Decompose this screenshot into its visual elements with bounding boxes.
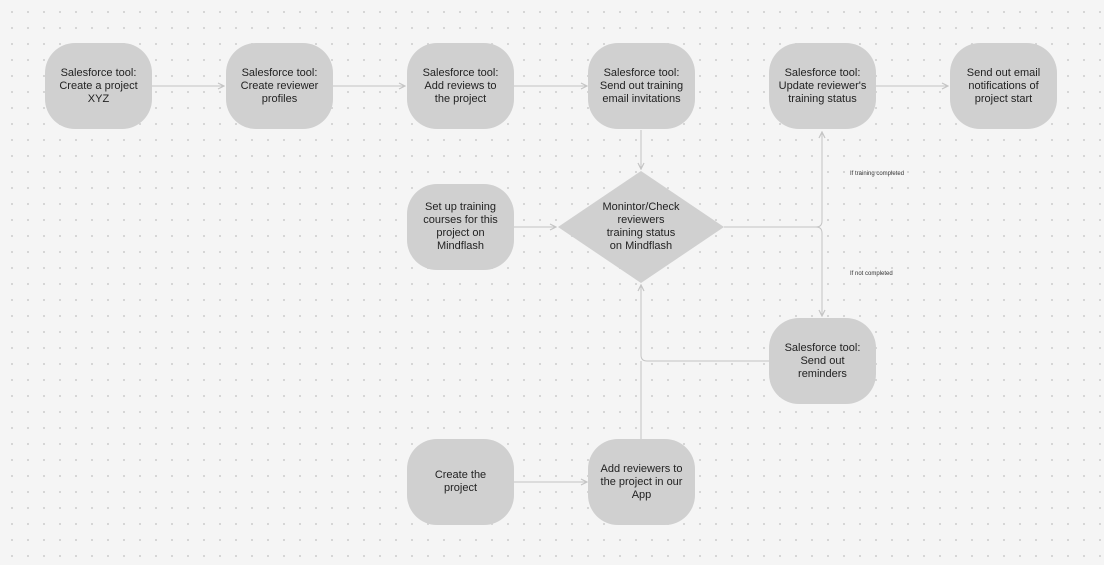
monitor-training-status-label: Monintor/Check reviewers training status… <box>602 201 680 252</box>
node-label: Salesforce tool: Create a project XYZ <box>59 66 138 105</box>
node-create-the-project[interactable]: Create the project <box>407 439 514 525</box>
node-create-project-xyz[interactable]: Salesforce tool: Create a project XYZ <box>45 43 152 129</box>
node-label: Salesforce tool: Update reviewer's train… <box>778 66 867 105</box>
node-label: Salesforce tool: Create reviewer profile… <box>240 66 319 105</box>
edge-label-if-training-completed: If training completed <box>850 171 905 177</box>
node-send-training-invitations[interactable]: Salesforce tool: Send out training email… <box>588 43 695 129</box>
node-setup-training-courses[interactable]: Set up training courses for this project… <box>407 184 514 270</box>
monitor-training-status-diamond[interactable] <box>558 171 724 283</box>
edge-monitor-to-update-status <box>724 132 822 228</box>
node-add-reviewers-in-app[interactable]: Add reviewers to the project in our App <box>588 439 695 525</box>
node-send-reminders[interactable]: Salesforce tool: Send out reminders <box>769 318 876 404</box>
node-label: Create the project <box>434 469 487 494</box>
node-label: Salesforce tool: Add reviews to the proj… <box>422 66 499 105</box>
node-label: Add reviewers to the project in our App <box>600 462 683 501</box>
node-label: Send out email notifications of project … <box>966 66 1041 105</box>
node-label: Salesforce tool: Send out reminders <box>784 341 861 380</box>
edge-monitor-to-reminders <box>815 226 822 316</box>
node-create-reviewer-profiles[interactable]: Salesforce tool: Create reviewer profile… <box>226 43 333 129</box>
edge-reminders-to-monitor <box>641 285 769 362</box>
edge-label-if-not-completed: If not completed <box>850 271 893 277</box>
node-label: Set up training courses for this project… <box>423 201 498 252</box>
node-update-training-status[interactable]: Salesforce tool: Update reviewer's train… <box>769 43 876 129</box>
node-send-email-notifications[interactable]: Send out email notifications of project … <box>950 43 1057 129</box>
node-add-reviews-to-project[interactable]: Salesforce tool: Add reviews to the proj… <box>407 43 514 129</box>
node-label: Salesforce tool: Send out training email… <box>599 66 684 105</box>
